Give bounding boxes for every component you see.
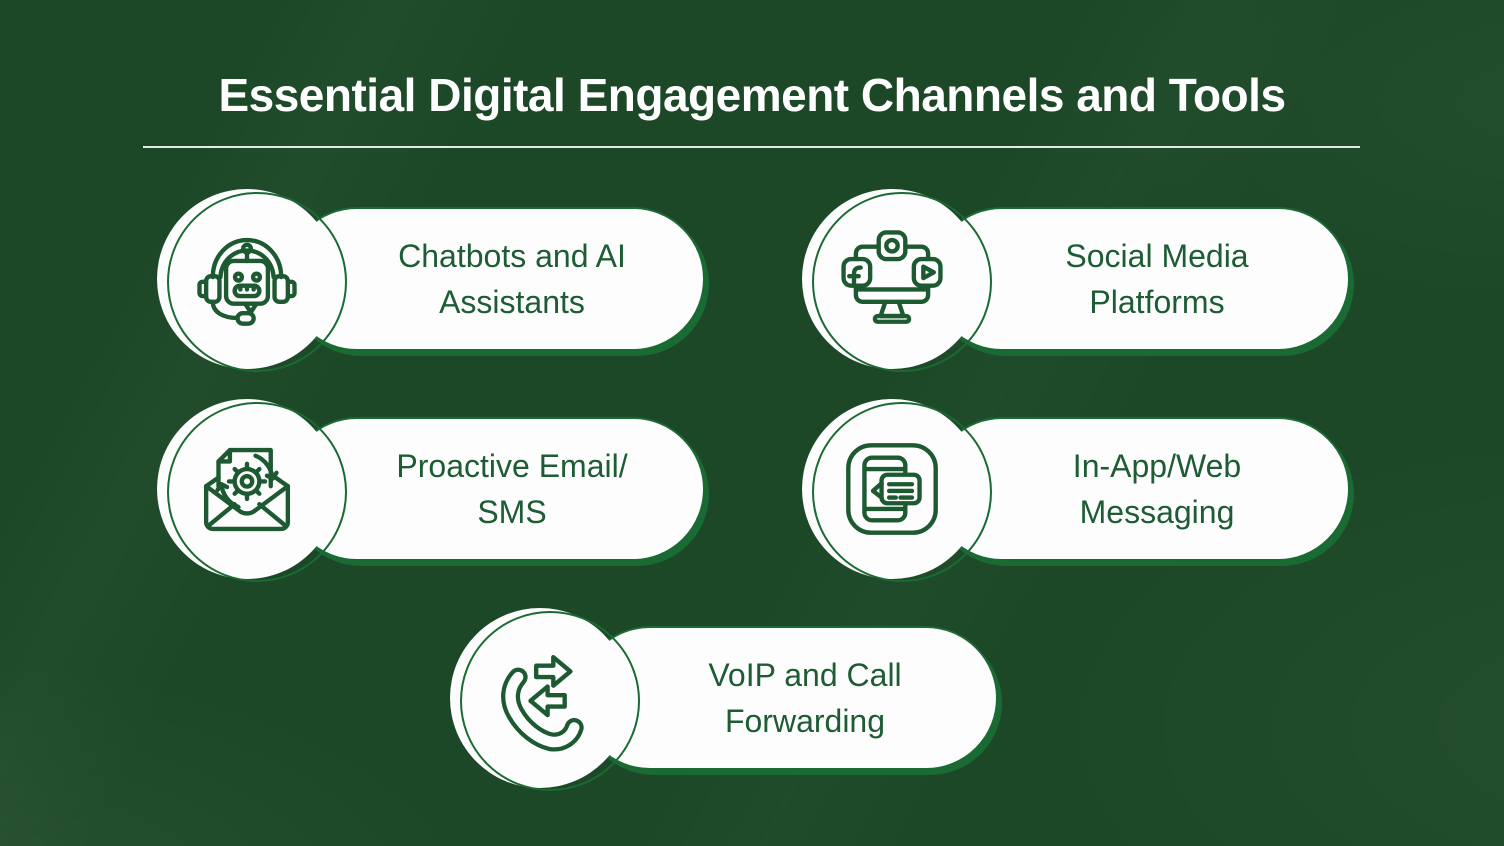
- card-label-line1: Social Media: [1065, 238, 1249, 274]
- icon-circle: [802, 189, 982, 369]
- card-label-line1: Proactive Email/: [396, 448, 628, 484]
- card-pill: VoIP and Call Forwarding: [578, 626, 998, 770]
- icon-circle: [157, 189, 337, 369]
- social-media-monitor-icon: [841, 230, 943, 324]
- card-pill: In-App/Web Messaging: [930, 417, 1350, 561]
- icon-circle: [802, 399, 982, 579]
- card-label-line1: Chatbots and AI: [398, 238, 626, 274]
- card-chatbots: Chatbots and AI Assistants: [157, 189, 709, 369]
- card-label: Proactive Email/ SMS: [362, 443, 627, 535]
- card-voip: VoIP and Call Forwarding: [450, 608, 1002, 788]
- card-email-sms: Proactive Email/ SMS: [157, 399, 709, 579]
- voip-call-forwarding-icon: [501, 654, 584, 752]
- card-label: VoIP and Call Forwarding: [674, 652, 901, 744]
- page-title: Essential Digital Engagement Channels an…: [218, 69, 1286, 121]
- chatbot-headset-icon: [197, 237, 297, 326]
- card-social-media: Social Media Platforms: [802, 189, 1354, 369]
- card-pill: Proactive Email/ SMS: [285, 417, 705, 561]
- card-label: Chatbots and AI Assistants: [364, 233, 626, 325]
- icon-circle: [157, 399, 337, 579]
- card-label-line2: Messaging: [1079, 494, 1235, 530]
- card-in-app-messaging: In-App/Web Messaging: [802, 399, 1354, 579]
- card-label-line2: SMS: [477, 494, 547, 530]
- card-label: In-App/Web Messaging: [1039, 443, 1241, 535]
- card-label-line1: VoIP and Call: [708, 657, 902, 693]
- card-label: Social Media Platforms: [1031, 233, 1248, 325]
- card-pill: Chatbots and AI Assistants: [285, 207, 705, 351]
- icon-circle: [450, 608, 630, 788]
- card-label-line2: Assistants: [439, 284, 585, 320]
- card-label-line2: Forwarding: [724, 703, 886, 739]
- email-automation-icon: [203, 447, 291, 532]
- card-label-line2: Platforms: [1089, 284, 1225, 320]
- card-pill: Social Media Platforms: [930, 207, 1350, 351]
- title-divider: [143, 146, 1360, 148]
- card-label-line1: In-App/Web: [1072, 448, 1242, 484]
- in-app-messaging-icon: [846, 443, 938, 535]
